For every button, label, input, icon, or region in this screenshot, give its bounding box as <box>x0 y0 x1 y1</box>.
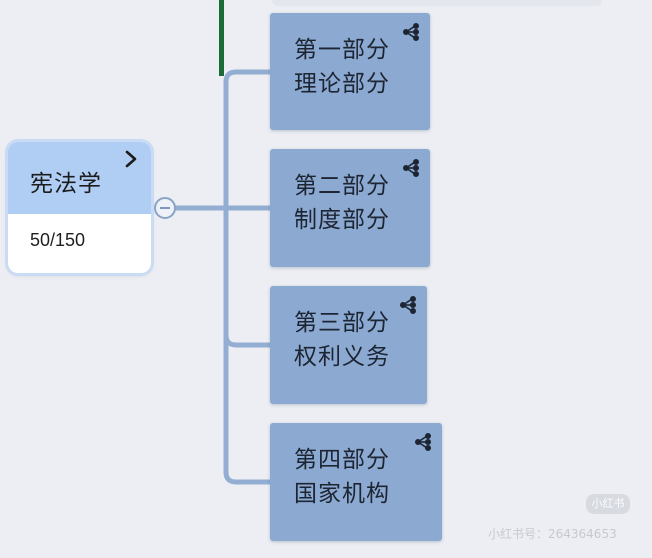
child-node-1-line2: 理论部分 <box>294 71 390 97</box>
watermark-account: 小红书号：264364653 <box>488 527 617 541</box>
branch-icon[interactable] <box>402 23 420 41</box>
child-node-1[interactable]: 第一部分 理论部分 <box>270 13 430 130</box>
partial-card-top <box>272 0 602 6</box>
chevron-right-icon[interactable] <box>123 150 139 168</box>
child-node-2[interactable]: 第二部分 制度部分 <box>270 149 430 267</box>
branch-icon[interactable] <box>402 159 420 177</box>
active-branch-line <box>219 0 224 76</box>
branch-connector-1 <box>223 69 273 211</box>
root-node-header: 宪法学 <box>8 142 151 214</box>
root-progress-count: 50/150 <box>30 230 86 250</box>
collapse-toggle[interactable] <box>154 197 176 219</box>
child-node-1-line1: 第一部分 <box>294 37 390 63</box>
watermark-badge: 小红书 <box>586 494 630 514</box>
branch-connector-3 <box>223 205 273 348</box>
child-node-4[interactable]: 第四部分 国家机构 <box>270 423 442 541</box>
root-node[interactable]: 宪法学 50/150 <box>8 142 151 273</box>
child-node-3-line1: 第三部分 <box>294 310 390 336</box>
branch-icon[interactable] <box>414 433 432 451</box>
branch-icon[interactable] <box>399 296 417 314</box>
child-node-4-line1: 第四部分 <box>294 447 390 473</box>
child-node-4-line2: 国家机构 <box>294 481 390 507</box>
root-title: 宪法学 <box>30 171 102 197</box>
minus-circle-icon <box>160 207 170 209</box>
child-node-3-line2: 权利义务 <box>294 344 390 370</box>
child-node-3[interactable]: 第三部分 权利义务 <box>270 286 427 404</box>
branch-connector-4 <box>223 332 273 485</box>
child-node-2-line2: 制度部分 <box>294 207 390 233</box>
child-node-2-line1: 第二部分 <box>294 173 390 199</box>
